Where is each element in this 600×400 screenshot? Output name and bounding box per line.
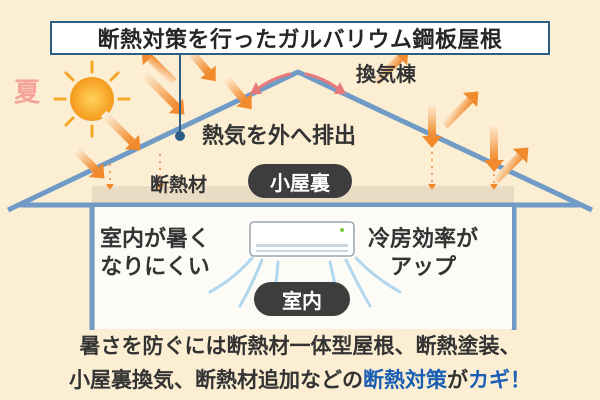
- bottom-message-line1: 暑さを防ぐには断熱材一体型屋根、断熱塗装、: [79, 334, 521, 358]
- ridge-vent-label: 換気棟: [356, 62, 416, 86]
- blocked-heat-arrowheads: [106, 184, 498, 190]
- left-effect-line1: 室内が暑く: [100, 227, 211, 252]
- insulation-label: 断熱材: [150, 174, 208, 196]
- air-conditioner-icon: [249, 221, 355, 257]
- vent-arrow-heads: [250, 82, 346, 94]
- bottom-message-line2: 小屋裏換気、断熱材追加などの断熱対策がカギ！: [0, 364, 600, 394]
- sun-icon: [53, 60, 131, 138]
- room-badge: 室内: [254, 282, 350, 316]
- season-label: 夏: [14, 78, 41, 108]
- left-effect-label: 室内が暑く なりにくい: [100, 226, 210, 282]
- bottom-line2-end: ！: [510, 368, 531, 392]
- room-label: 室内: [282, 288, 322, 313]
- left-effect-line2: なりにくい: [100, 255, 210, 280]
- bottom-line2-highlight: 断熱対策: [363, 368, 447, 392]
- attic-label: 小屋裏: [270, 170, 330, 195]
- right-effect-line2: アップ: [390, 255, 457, 280]
- bottom-line2-mid: が: [447, 368, 468, 392]
- title-box: 断熱対策を行ったガルバリウム鋼板屋根: [50, 21, 550, 55]
- title-leader-dot: [175, 131, 185, 141]
- right-effect-label: 冷房効率が アップ: [368, 226, 478, 282]
- heat-arrow-icon: [373, 49, 529, 183]
- bottom-line2-plain: 小屋裏換気、断熱材追加などの: [69, 368, 363, 392]
- bottom-line2-highlight2: カギ: [468, 368, 510, 392]
- diagram-title: 断熱対策を行ったガルバリウム鋼板屋根: [97, 28, 503, 53]
- attic-badge: 小屋裏: [248, 164, 352, 198]
- right-effect-line1: 冷房効率が: [368, 227, 479, 252]
- blocked-heat-dots: [109, 152, 495, 184]
- heat-exhaust-label: 熱気を外へ排出: [202, 124, 357, 149]
